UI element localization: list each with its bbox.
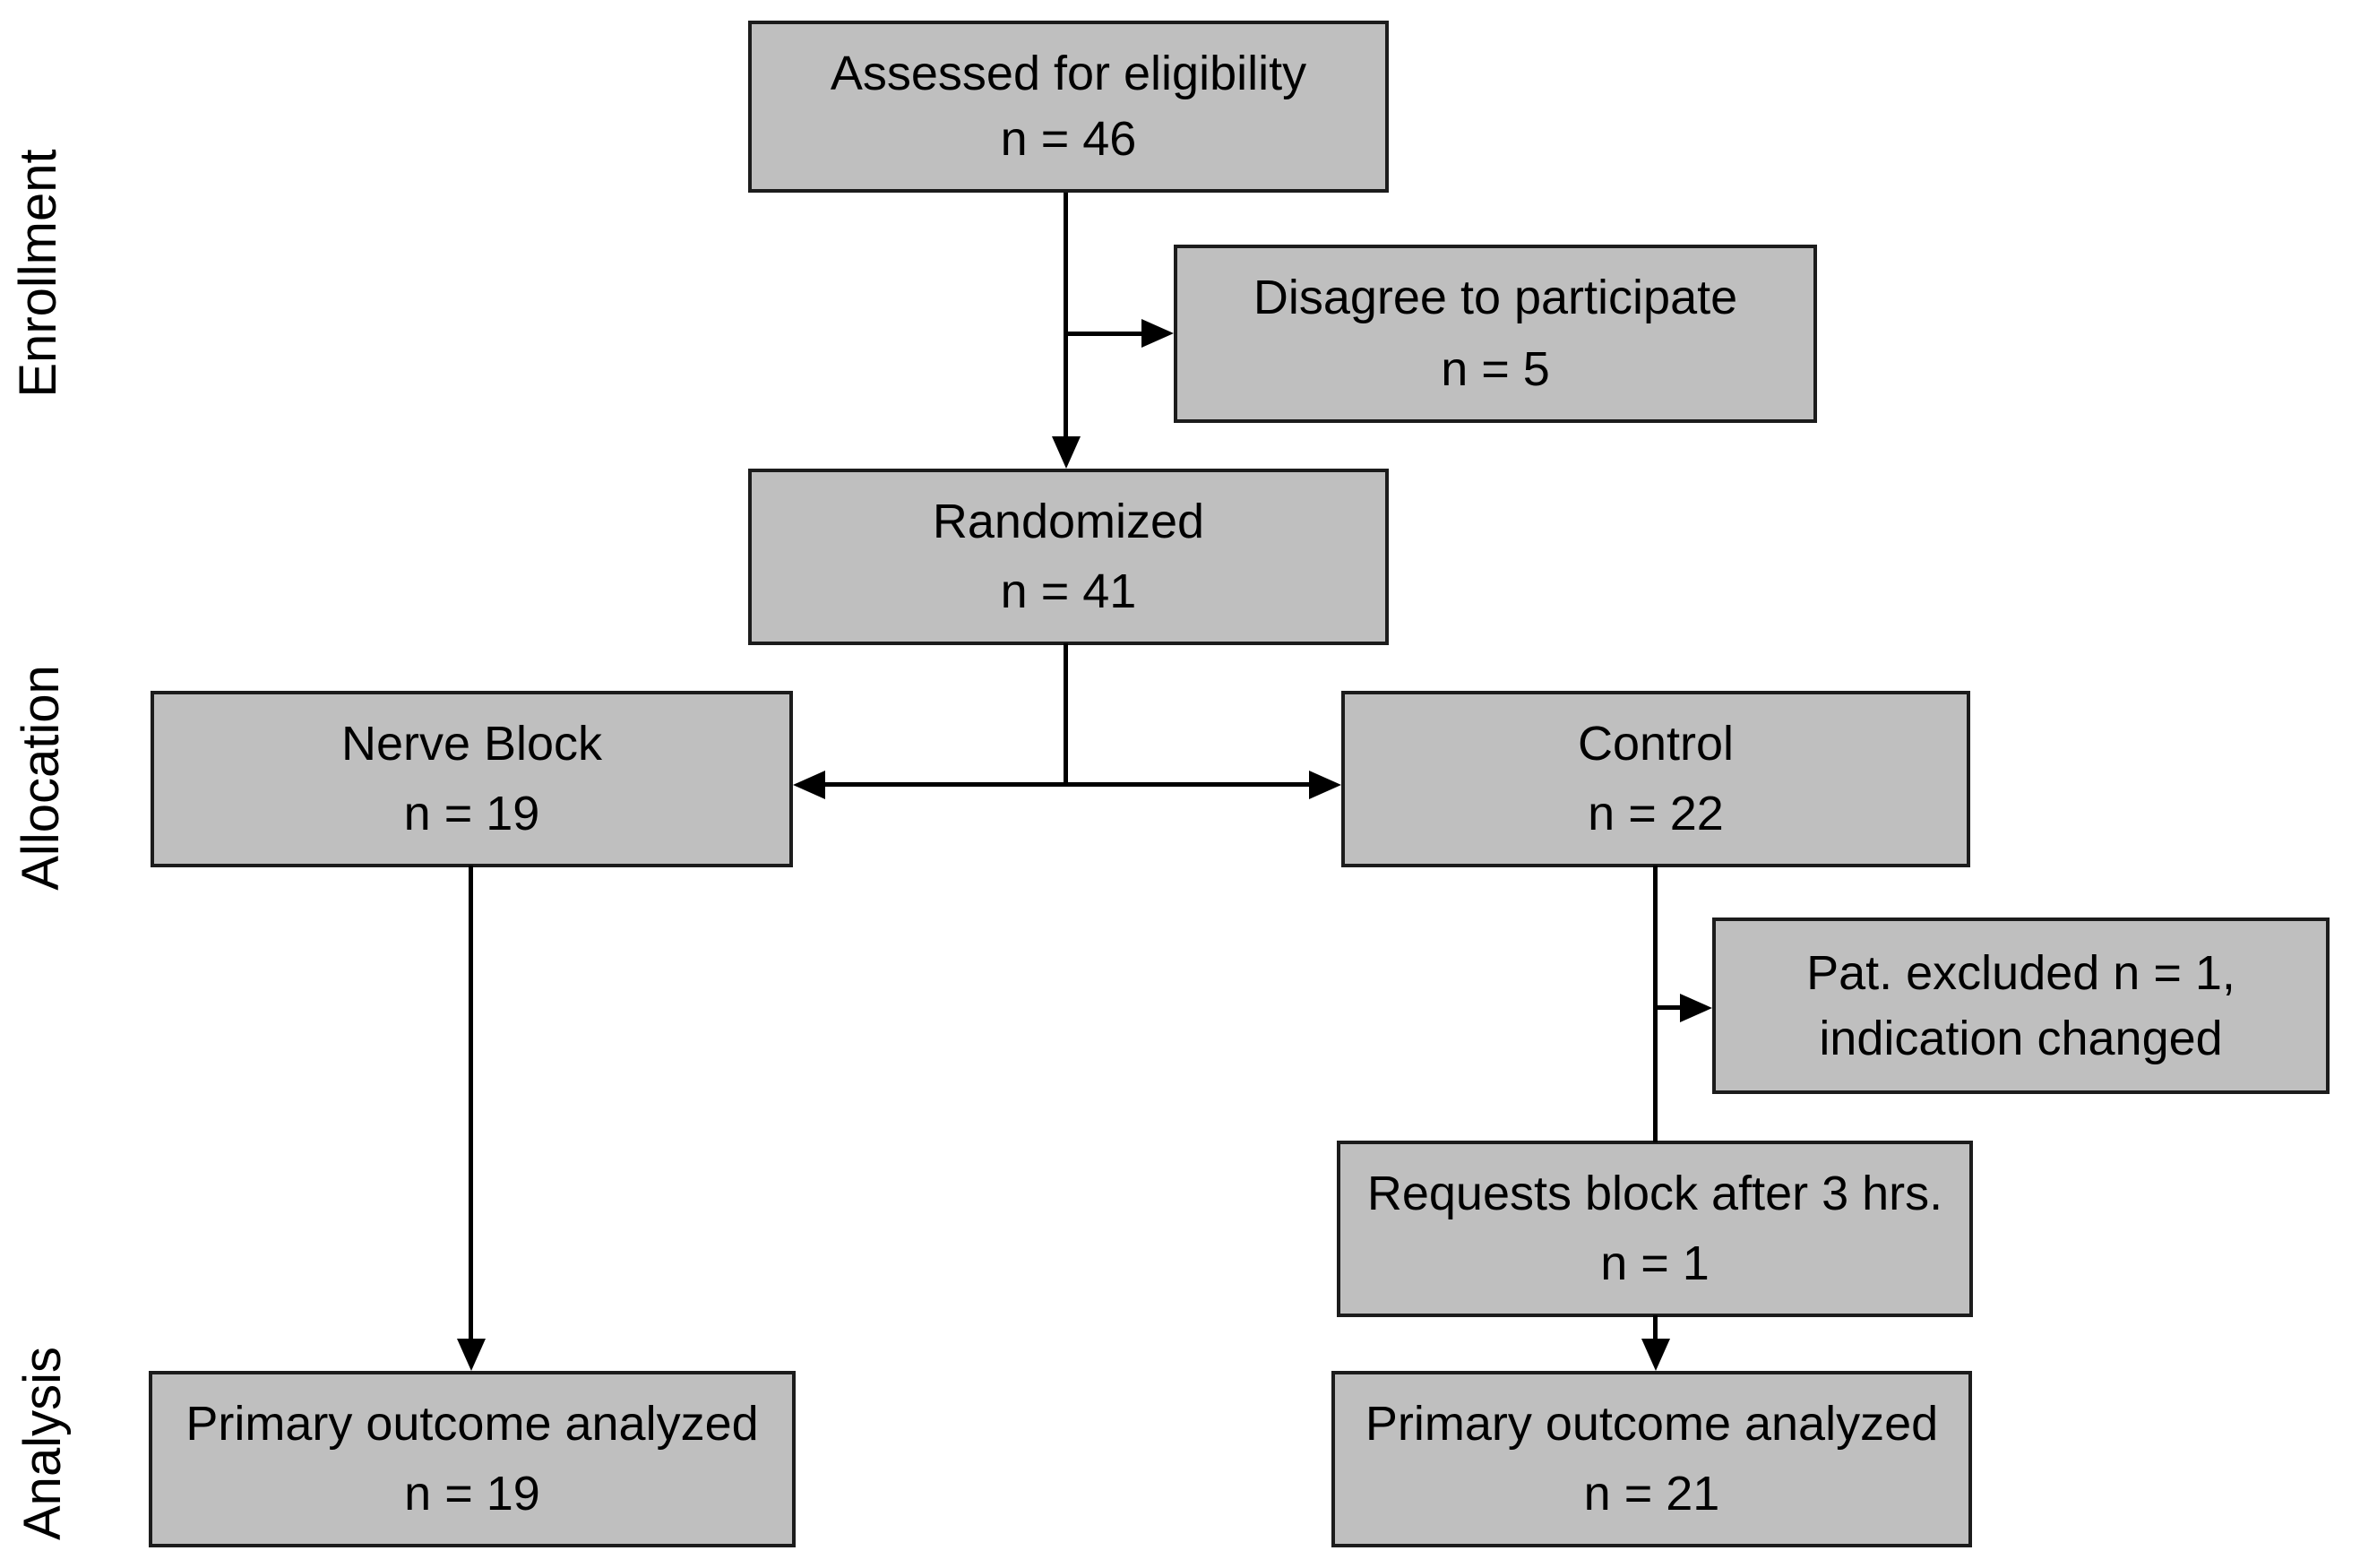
stage-label-enrollment: Enrollment [8,149,67,398]
box-count: n = 22 [1588,786,1724,840]
box-count: n = 1 [1600,1236,1710,1290]
box-control: Control n = 22 [1341,691,1970,867]
connector-randomized-to-allocation [1064,643,1068,785]
box-title: Randomized [932,495,1205,548]
box-title: Primary outcome analyzed [185,1397,759,1451]
arrowhead-into-disagree [1141,319,1174,348]
arrowhead-into-randomized [1052,436,1081,469]
arrowhead-into-control [1309,771,1341,799]
box-count: n = 41 [1000,564,1137,618]
connector-requests-to-analysis [1653,1315,1658,1344]
box-count: n = 46 [1000,111,1137,166]
arrowhead-into-excluded [1680,994,1712,1022]
connector-assessed-to-randomized [1064,193,1068,444]
box-primary-outcome-nerve-block: Primary outcome analyzed n = 19 [149,1371,796,1547]
box-title: Pat. excluded n = 1, [1806,945,2235,1000]
connector-nerve-block-to-analysis [469,866,473,1344]
box-count: n = 5 [1441,341,1550,396]
box-assessed-for-eligibility: Assessed for eligibility n = 46 [748,21,1389,193]
box-title: Control [1577,717,1735,771]
box-disagree-to-participate: Disagree to participate n = 5 [1174,245,1817,423]
box-requests-block-after-3-hrs: Requests block after 3 hrs. n = 1 [1337,1141,1973,1317]
box-primary-outcome-control: Primary outcome analyzed n = 21 [1331,1371,1972,1547]
arrowhead-into-primary-right [1641,1339,1670,1371]
box-count: n = 19 [404,1466,540,1521]
box-nerve-block: Nerve Block n = 19 [151,691,793,867]
connector-control-to-requests [1653,866,1658,1142]
box-title: Primary outcome analyzed [1365,1397,1939,1451]
stage-label-analysis: Analysis [13,1347,72,1540]
connector-allocation-horizontal [820,782,1314,787]
box-title: Assessed for eligibility [830,47,1307,100]
connector-branch-to-disagree [1064,332,1147,336]
box-count: n = 19 [403,786,540,840]
box-title: Requests block after 3 hrs. [1366,1167,1943,1220]
box-subtitle: indication changed [1819,1011,2223,1065]
box-patient-excluded: Pat. excluded n = 1, indication changed [1712,918,2330,1094]
arrowhead-into-nerve-block [793,771,825,799]
box-randomized: Randomized n = 41 [748,469,1389,645]
box-count: n = 21 [1583,1466,1720,1521]
connector-branch-to-excluded [1654,1005,1685,1010]
stage-label-allocation: Allocation [11,665,70,891]
box-title: Nerve Block [340,717,603,771]
arrowhead-into-primary-left [457,1339,486,1371]
box-title: Disagree to participate [1253,271,1738,324]
